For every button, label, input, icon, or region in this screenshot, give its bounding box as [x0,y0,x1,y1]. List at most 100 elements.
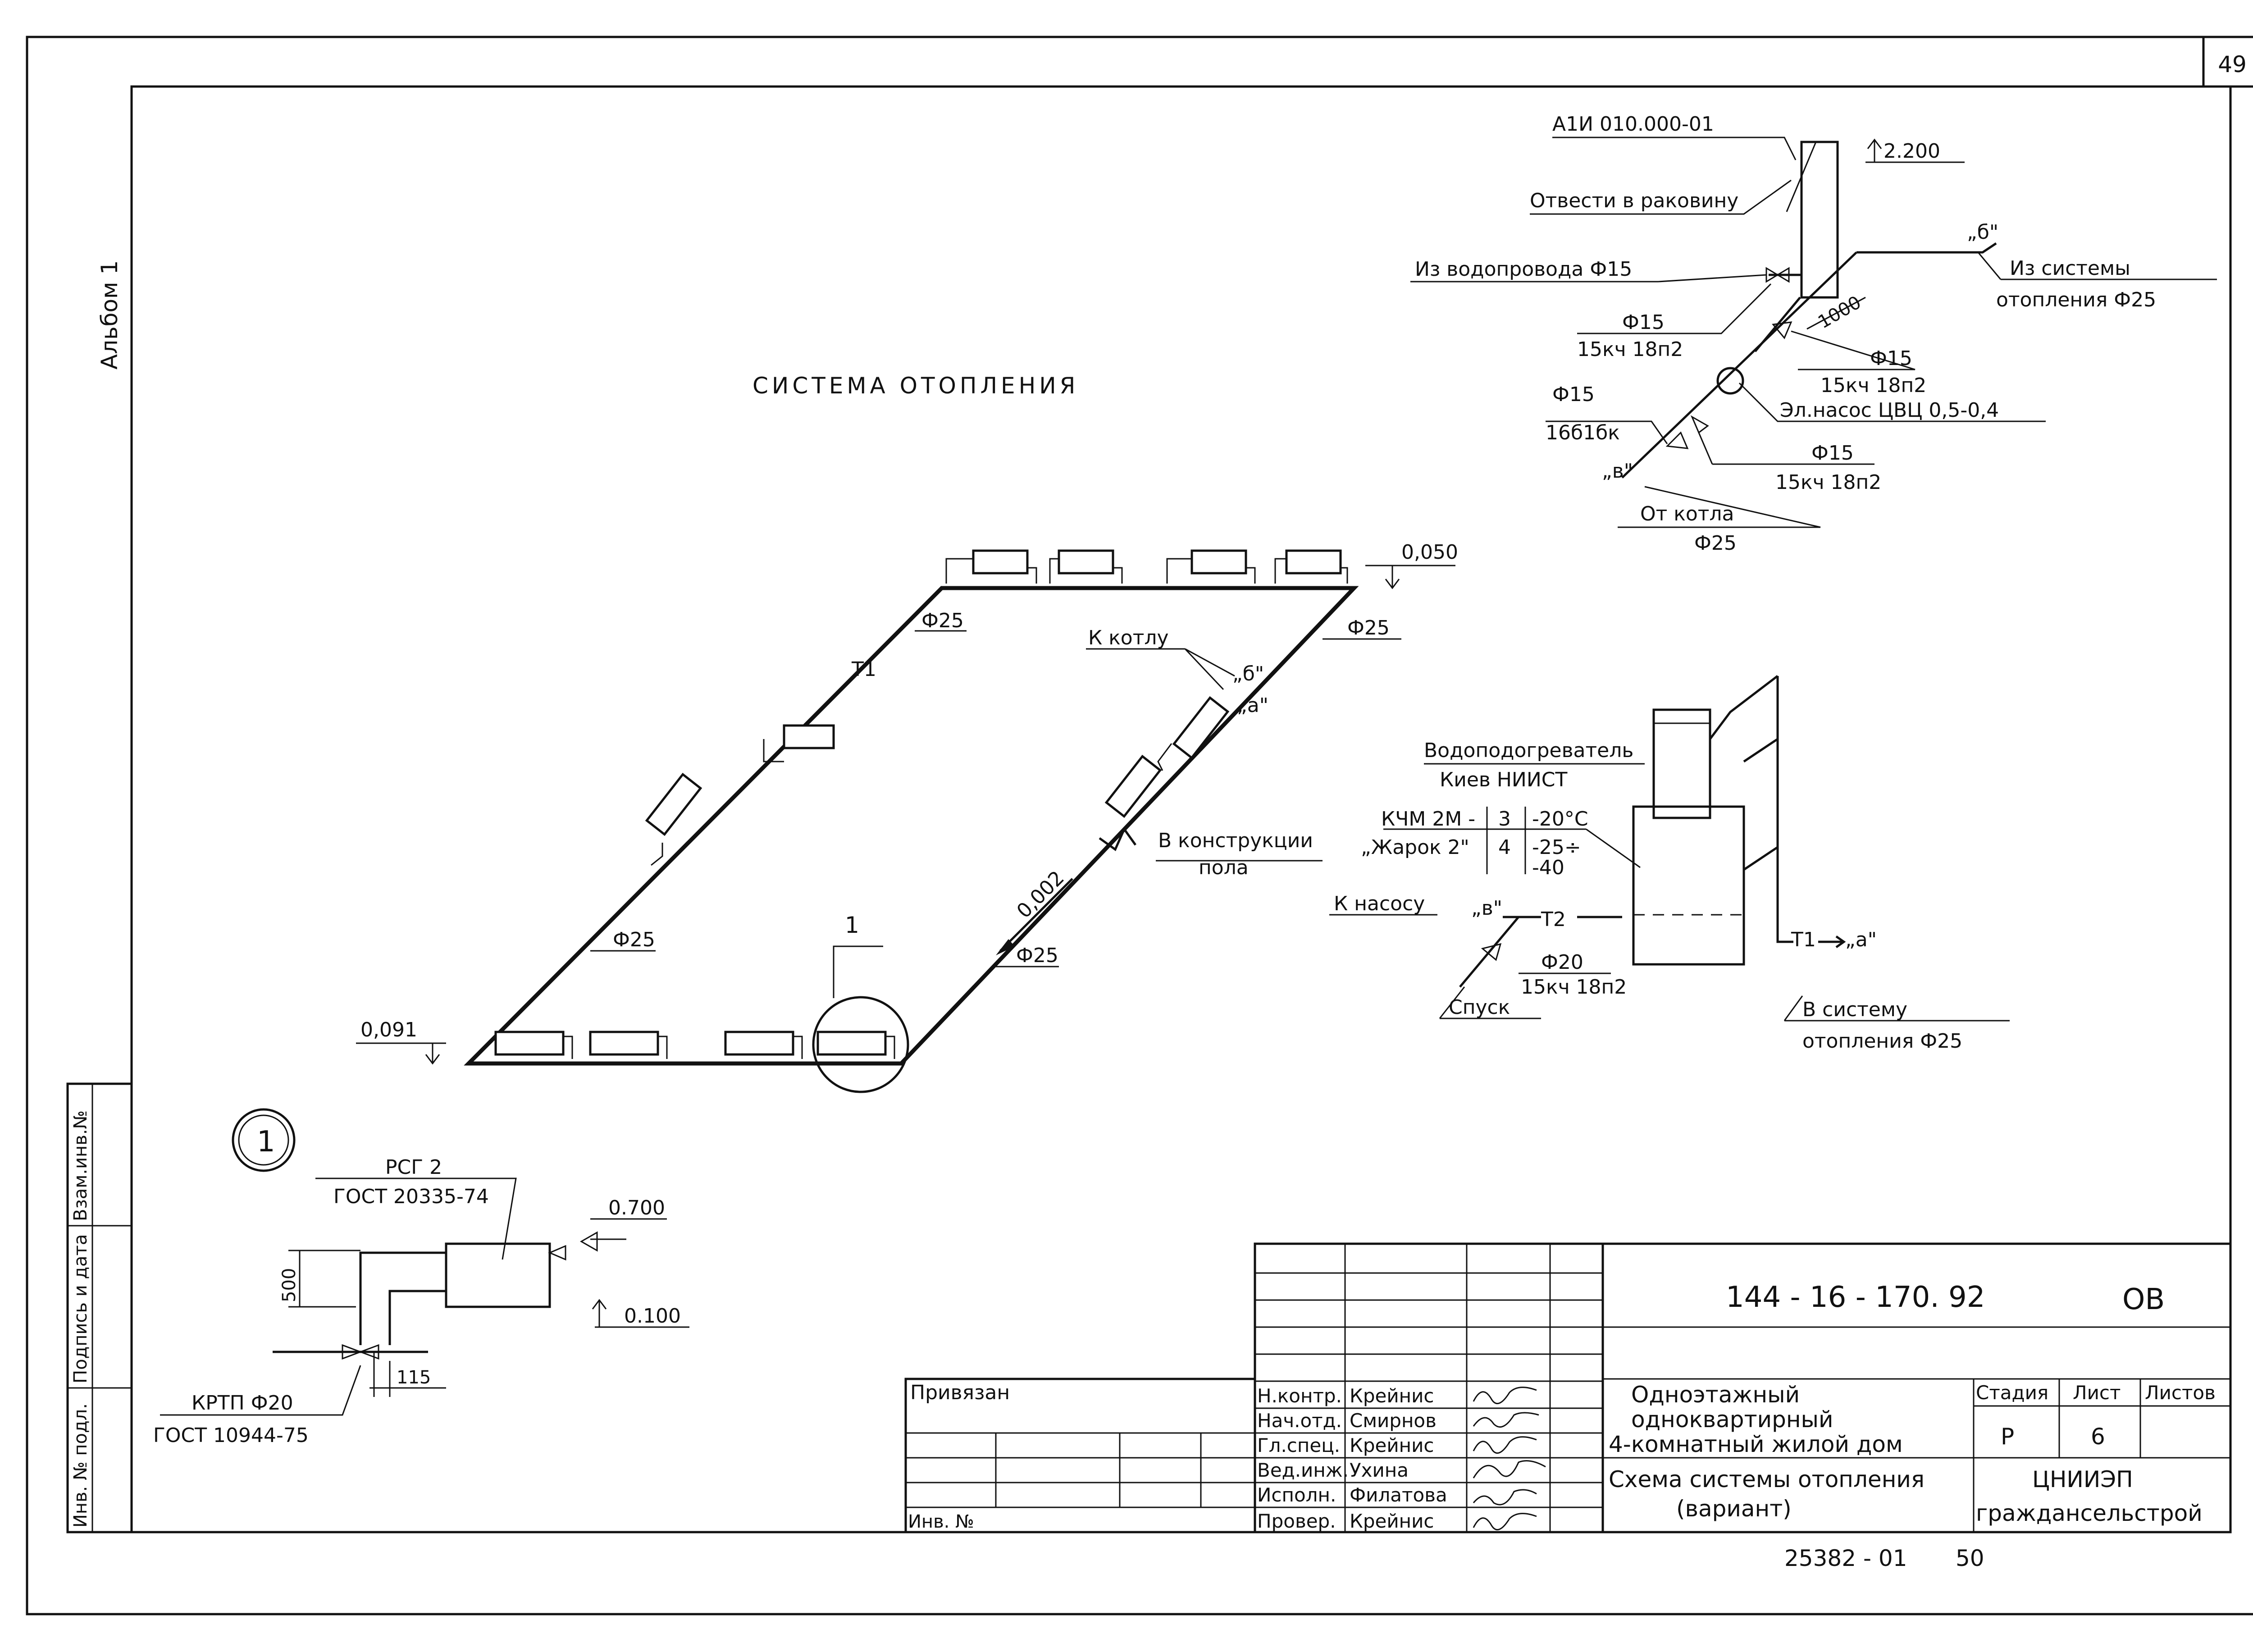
radiator [1172,696,1230,760]
radiator [1058,549,1114,575]
col-stage: Стадия [1976,1382,2048,1404]
doc-section: ОВ [2122,1283,2165,1316]
org-line-1: ЦНИИЭП [2032,1466,2133,1492]
pump-v4-d: Ф15 [1811,442,1854,465]
reg-name: РСГ 2 [385,1156,442,1179]
pump-elev: 2.200 [1884,140,1940,163]
inv-label: Инв. № [908,1511,974,1532]
unit-mark-v: „в" [1471,897,1502,920]
radiators-right [1104,696,1230,818]
radiator [589,1031,659,1056]
project-line-1: Одноэтажный [1631,1382,1800,1408]
pump-from-sys-1: Из системы [2010,257,2130,280]
radiator [1285,549,1342,575]
boiler-unit: Водоподогреватель Киев НИИСТ КЧМ 2М - 3 … [1329,675,2010,1053]
unit-t1: Т1 [1791,928,1816,951]
title-block: Привязан Инв. № Н.контр. Нач.отд. Гл.спе… [904,1242,2232,1533]
elev-right: 0,050 [1401,541,1458,564]
in-floor-1: В конструкции [1158,829,1313,852]
drain-label: Спуск [1449,996,1510,1019]
bound-label: Привязан [910,1381,1010,1404]
signatures [1473,1387,1546,1530]
boiler-2-num: 4 [1498,836,1511,859]
pump-v3-code: 16б1бк [1546,421,1620,444]
role-2: Гл.спец. [1257,1434,1340,1456]
sheet-number: 49 [2218,51,2247,78]
detail-elev-bot: 0.100 [624,1305,681,1328]
role-4: Исполн. [1257,1484,1336,1506]
radiator [494,1031,565,1056]
detail-elev-top: 0.700 [608,1196,665,1219]
stage-value: Р [2001,1424,2014,1450]
detail-callout-number: 1 [845,912,859,938]
main-title: СИСТЕМА ОТОПЛЕНИЯ [753,373,1079,399]
heating-loop [464,586,1359,1066]
radiators-top [945,549,1348,584]
radiator [1190,549,1247,575]
role-1: Нач.отд. [1257,1410,1342,1432]
to-pump: К насосу [1334,892,1425,915]
name-3: Ухина [1350,1459,1409,1481]
pump-symbol [1716,367,1744,395]
pump-mark-b: „б" [1967,221,1998,244]
pump-v3-d: Ф15 [1552,383,1595,406]
unit-valve-d: Ф20 [1541,951,1583,974]
footer-code: 25382 - 01 [1784,1545,1907,1571]
detail-number-circle [232,1108,296,1172]
to-system-2: отопления Ф25 [1802,1030,1962,1053]
pump-v1-code: 15кч 18п2 [1577,338,1683,361]
boiler [1632,805,1745,966]
water-heater [1652,708,1711,819]
radiators-bottom [494,1031,895,1059]
pump-v2-code: 15кч 18п2 [1820,374,1926,397]
footer-page: 50 [1956,1545,1984,1571]
to-system-1: В систему [1802,998,1907,1021]
t1-label: Т1 [851,658,876,681]
unit-mark-a: „а" [1845,928,1877,951]
boiler-1-name: КЧМ 2М - [1381,808,1475,831]
pump-from-sys-2: отопления Ф25 [1996,288,2156,311]
radiator [972,549,1029,575]
radiator [783,724,835,749]
heating-plan: 0,002 0,050 0,091 Ф25 Ф25 Ф25 Ф25 Т1 К к… [356,541,1458,1093]
radiator [816,1031,887,1056]
sheet-value: 6 [2091,1424,2105,1450]
project-line-3: 4-комнатный жилой дом [1609,1431,1903,1457]
col-sheets: Листов [2145,1382,2216,1404]
d25-top: Ф25 [921,609,964,632]
t2-label: Т2 [1541,908,1566,931]
role-5: Провер. [1257,1510,1336,1532]
mark-a-plan: „а" [1237,694,1268,717]
unit-valve-code: 15кч 18п2 [1521,976,1627,999]
name-1: Смирнов [1350,1410,1437,1432]
side-replace-label: Взам.инв.№ [70,1110,91,1221]
break-mark [1099,826,1137,851]
detail-dim-500: 500 [279,1268,300,1302]
radiator [1104,754,1162,818]
pump-assembly: А1И 010.000-01 2.200 Отвести в раковину … [1410,113,2217,555]
project-line-2: одноквартирный [1631,1406,1833,1433]
side-sign-label: Подпись и дата [70,1234,91,1383]
pump-v4-code: 15кч 18п2 [1775,471,1881,494]
valve-gost: ГОСТ 10944-75 [153,1424,309,1447]
detail-dim-115: 115 [397,1367,431,1388]
heater-name-1: Водоподогреватель [1424,739,1633,762]
pump-mark-v: „в" [1602,460,1633,483]
radiator [724,1031,794,1056]
in-floor-2: пола [1199,856,1249,879]
detail-1: 1 РСГ 2 ГОСТ 20335-74 0.700 0.100 500 11… [153,1108,689,1447]
pump-name: Эл.насос ЦВЦ 0,5-0,4 [1780,399,1999,422]
org-line-2: граждансельстрой [1976,1500,2203,1526]
name-4: Филатова [1350,1484,1447,1506]
water-tank [1800,141,1839,299]
pump-sink: Отвести в раковину [1530,189,1738,212]
to-boiler: К котлу [1088,626,1169,649]
boiler-1-num: 3 [1498,808,1511,831]
doc-code: 144 - 16 - 170. 92 [1726,1281,1985,1314]
name-2: Крейнис [1350,1434,1434,1456]
side-stamp-block: Инв. № подл. Подпись и дата Взам.инв.№ [66,1082,133,1533]
col-sheet: Лист [2073,1382,2121,1404]
sheet-title-2: (вариант) [1676,1496,1792,1522]
boiler-1-temp: -20°С [1532,808,1588,831]
